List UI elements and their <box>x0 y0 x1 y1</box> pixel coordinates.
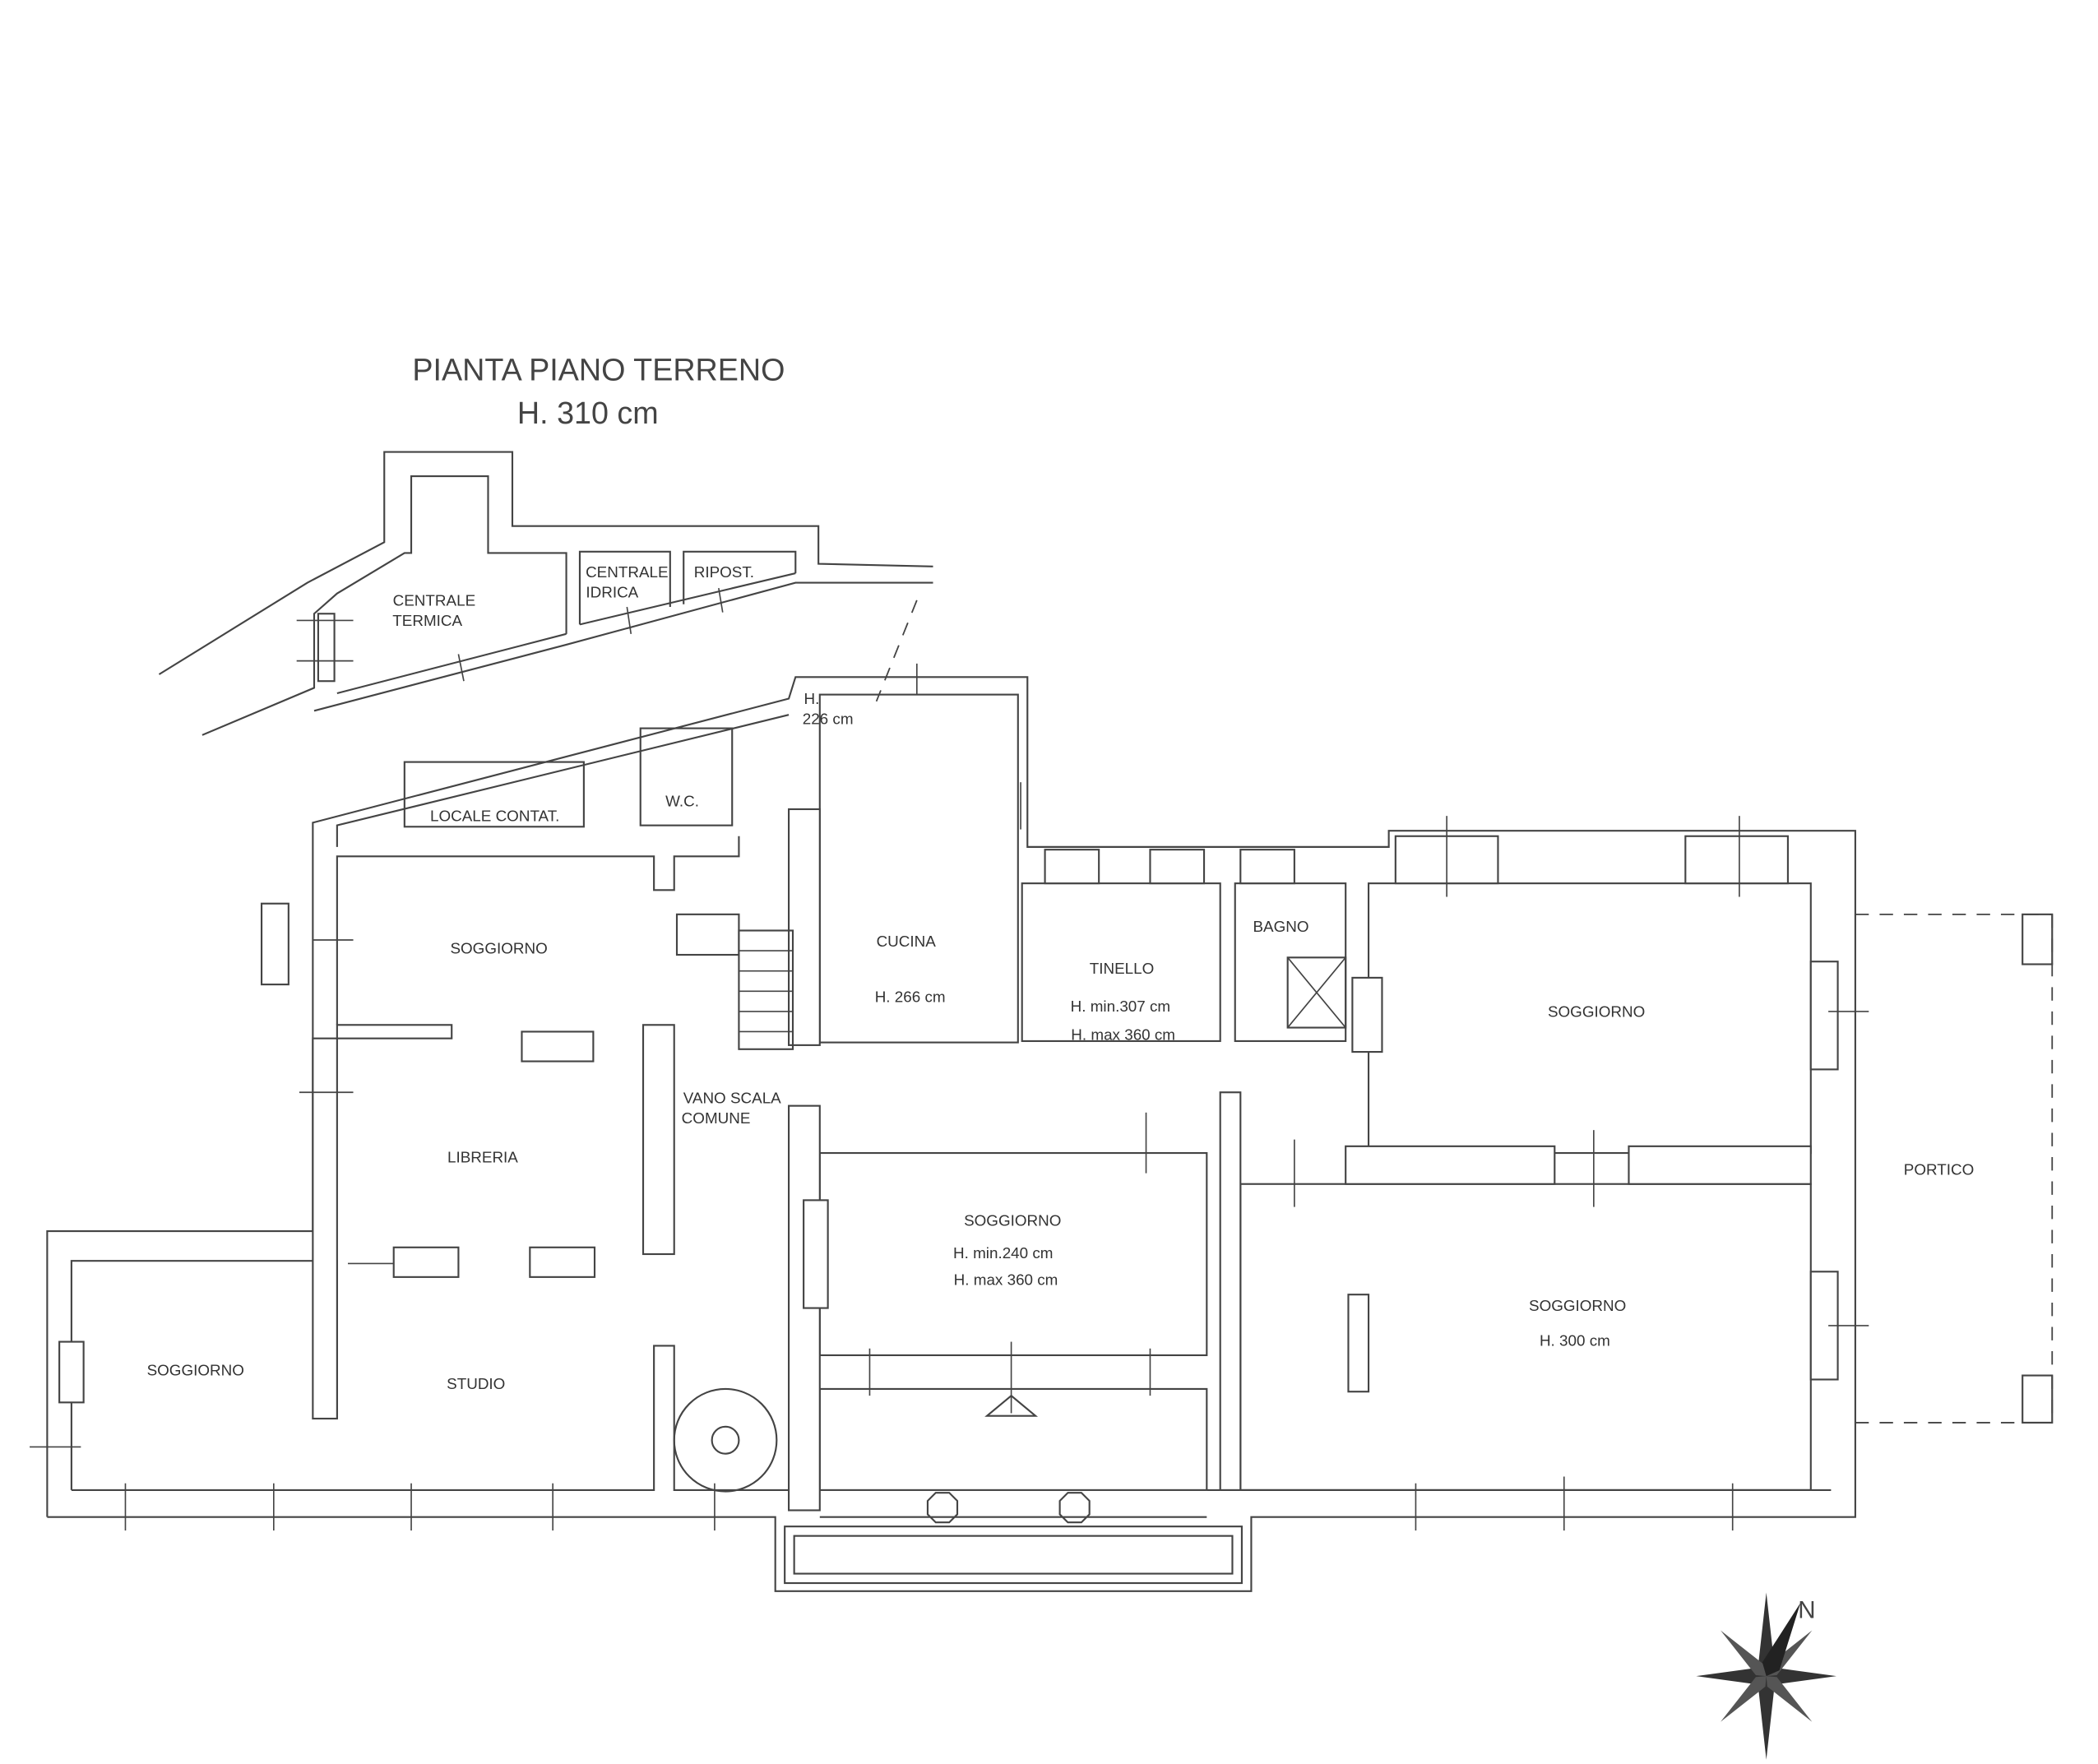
room-cucina-height: H. 266 cm <box>875 988 946 1005</box>
main-building-walls <box>30 663 1869 1592</box>
plan-title: PIANTA PIANO TERRENO <box>412 353 785 387</box>
room-vano-scala-2: COMUNE <box>682 1109 751 1127</box>
room-soggiorno-c: SOGGIORNO <box>964 1212 1061 1229</box>
room-centrale-idrica-2: IDRICA <box>586 584 638 601</box>
window-marks <box>30 663 1869 1531</box>
room-tinello-hmin: H. min.307 cm <box>1071 998 1170 1015</box>
room-soggiorno-se: SOGGIORNO <box>1529 1297 1626 1314</box>
room-tinello-hmax: H. max 360 cm <box>1071 1026 1175 1043</box>
service-block-walls <box>158 451 933 736</box>
room-centrale-idrica-1: CENTRALE <box>586 563 669 581</box>
room-soggiorno-ne: SOGGIORNO <box>1548 1002 1645 1020</box>
room-tinello: TINELLO <box>1090 960 1155 977</box>
room-cucina: CUCINA <box>877 933 937 950</box>
room-soggiorno-c-hmax: H. max 360 cm <box>954 1271 1058 1289</box>
room-libreria: LIBRERIA <box>447 1149 518 1166</box>
room-soggiorno-w: SOGGIORNO <box>147 1362 244 1379</box>
room-centrale-termica-2: TERMICA <box>392 612 462 629</box>
room-wc: W.C. <box>665 793 699 810</box>
room-soggiorno-se-height: H. 300 cm <box>1540 1331 1610 1349</box>
plan-height: H. 310 cm <box>517 396 659 430</box>
room-ripost: RIPOST. <box>694 563 754 581</box>
stair-height-1: H. <box>804 690 820 707</box>
compass-rose-icon <box>1696 1592 1836 1760</box>
room-bagno: BAGNO <box>1253 918 1308 935</box>
room-soggiorno-c-hmin: H. min.240 cm <box>953 1244 1053 1262</box>
room-soggiorno-nw: SOGGIORNO <box>450 939 547 956</box>
room-studio: STUDIO <box>447 1375 505 1392</box>
portico-outline <box>1855 913 2054 1424</box>
spiral-staircase <box>673 1387 778 1493</box>
north-label: N <box>1798 1597 1815 1624</box>
room-centrale-termica-1: CENTRALE <box>393 591 476 609</box>
stair-height-2: 226 cm <box>803 711 854 728</box>
room-locale-contat: LOCALE CONTAT. <box>430 808 559 825</box>
room-portico: PORTICO <box>1904 1160 1975 1178</box>
room-vano-scala-1: VANO SCALA <box>683 1089 781 1106</box>
